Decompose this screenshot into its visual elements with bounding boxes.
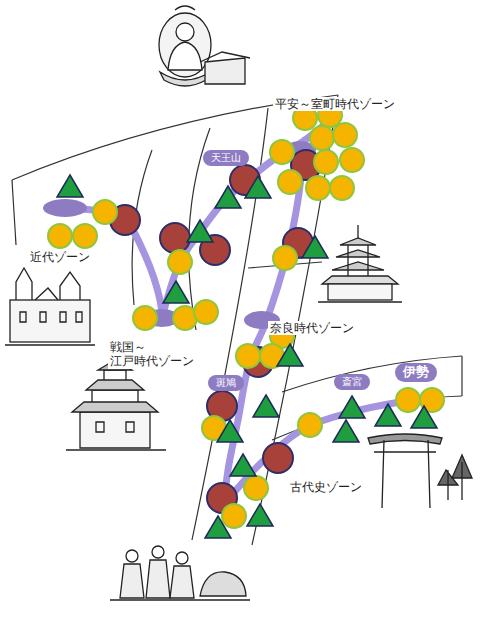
green-site-mark [57,175,83,197]
zone-label: 平安～室町時代ゾーン [273,97,397,111]
green-site-mark [277,344,303,366]
place-tag: 斎宮 [334,374,370,390]
yellow-site-mark [168,250,192,274]
green-site-mark [163,281,189,303]
yellow-site-mark [93,200,117,224]
green-site-mark [230,454,256,476]
minor-tags [43,141,316,329]
place-tag: 伊勢 [395,363,437,382]
place-name: 伊勢 [403,365,429,380]
green-site-mark [375,404,401,426]
route-lines [60,120,430,505]
yellow-site-mark [236,344,260,368]
yellow-site-mark [310,126,334,150]
green-site-mark [247,504,273,526]
green-site-mark [245,176,271,198]
yellow-site-mark [73,224,97,248]
green-site-mark [302,236,328,258]
red-site-mark [263,443,293,473]
green-site-mark [215,186,241,208]
yellow-site-mark [244,476,268,500]
zone-label: 奈良時代ゾーン [268,321,356,335]
green-site-mark [187,220,213,242]
place-name: 斎宮 [342,376,362,388]
zone-label: 近代ゾーン [28,250,92,264]
yellow-site-mark [270,140,294,164]
yellow-site-mark [222,504,246,528]
place-name: 斑鳩 [216,377,236,389]
green-site-mark [253,395,279,417]
place-tag: 天王山 [203,150,249,166]
green-site-mark [411,406,437,428]
yellow-site-mark [306,176,330,200]
green-site-mark [333,420,359,442]
yellow-site-mark [340,148,364,172]
yellow-site-mark [48,224,72,248]
yellow-site-mark [194,300,218,324]
yellow-site-mark [333,123,357,147]
green-site-mark [205,516,231,538]
route-line [162,120,330,318]
yellow-site-mark [314,150,338,174]
red-site-mark [160,223,190,253]
green-site-mark [217,420,243,442]
zone-label: 戦国～ 江戸時代ゾーン [108,340,208,369]
yellow-site-mark [298,413,322,437]
yellow-site-mark [273,246,297,270]
yellow-site-mark [330,176,354,200]
site-marks [48,103,444,538]
yellow-site-mark [278,170,302,194]
green-site-mark [339,396,365,418]
zone-label: 古代史ゾーン [288,480,364,494]
yellow-site-mark [396,388,420,412]
yellow-site-mark [133,306,157,330]
place-tag: 斑鳩 [208,375,244,391]
illustrations [5,6,472,600]
place-name: 天王山 [211,152,241,164]
